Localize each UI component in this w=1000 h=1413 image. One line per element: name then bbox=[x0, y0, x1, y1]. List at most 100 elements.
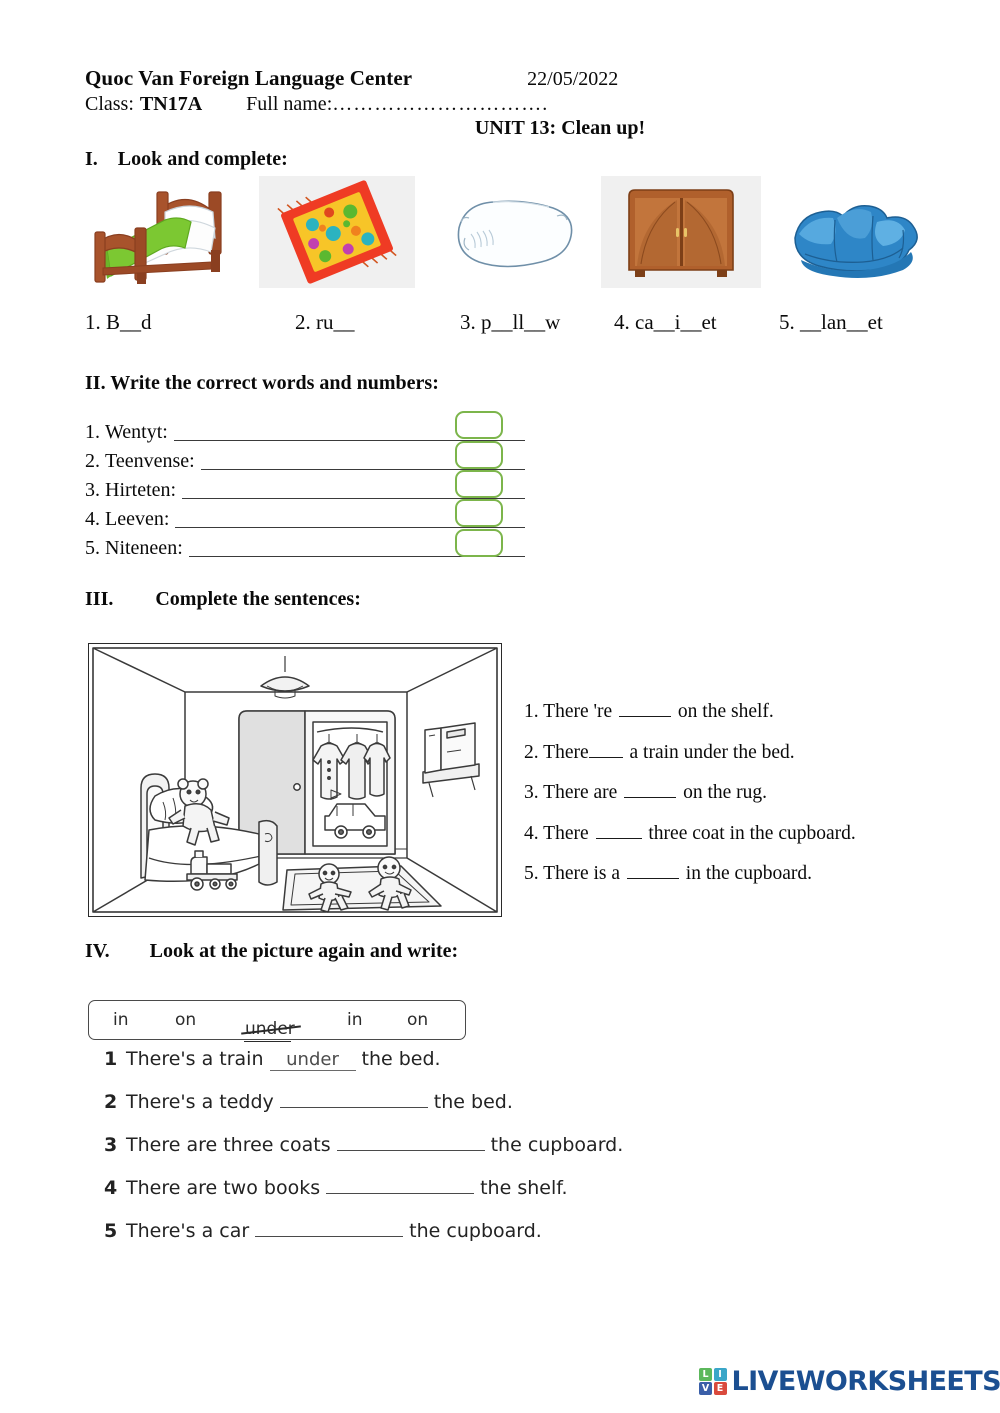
section-1-heading: I. Look and complete: bbox=[85, 148, 288, 171]
word-bank-item-4[interactable]: in bbox=[347, 1010, 363, 1030]
sentence-after: on the rug. bbox=[683, 782, 768, 803]
sentence-before: There 're bbox=[543, 701, 613, 722]
section-2-number: II. bbox=[85, 372, 106, 394]
label-item-4[interactable]: 4. ca__i__et bbox=[614, 310, 717, 334]
sentence-blank-5[interactable] bbox=[626, 864, 679, 879]
item-number: 3. bbox=[85, 479, 100, 501]
sentence-blank-4[interactable] bbox=[595, 824, 642, 839]
sentence-row: 2 There's a teddy the bed. bbox=[104, 1091, 864, 1134]
sentence-blank-3[interactable] bbox=[624, 783, 677, 798]
bed-image bbox=[85, 176, 243, 288]
full-name-blank[interactable]: …………………………. bbox=[332, 93, 549, 115]
sentence-before: There are two books bbox=[126, 1177, 321, 1199]
liveworksheets-wordmark: LIVEWORKSHEETS bbox=[731, 1366, 1000, 1397]
sentence-answer-4[interactable] bbox=[326, 1178, 475, 1194]
sentence-before: There bbox=[543, 741, 589, 763]
item-number: 1. bbox=[85, 421, 100, 443]
sentence-after: the bed. bbox=[361, 1048, 441, 1070]
section-3-heading: III. Complete the sentences: bbox=[85, 588, 361, 611]
sentence-after: the cupboard. bbox=[490, 1134, 624, 1156]
full-name-label: Full name: bbox=[246, 93, 333, 115]
sentence-after: the cupboard. bbox=[409, 1220, 542, 1242]
sentence-row: 2. There a train under the bed. bbox=[524, 733, 924, 774]
word-bank-item-5[interactable]: on bbox=[407, 1010, 429, 1030]
bed-icon bbox=[94, 191, 222, 284]
cabinet-image bbox=[601, 176, 761, 288]
sentence-before: There is a bbox=[543, 863, 621, 884]
liveworksheets-logo[interactable]: L I V E LIVEWORKSHEETS bbox=[699, 1366, 1000, 1397]
list-item: 4. Leeven: bbox=[85, 502, 525, 531]
answer-line[interactable] bbox=[188, 555, 525, 557]
sentence-row: 4. There three coat in the cupboard. bbox=[524, 814, 924, 855]
section-1-title: Look and complete: bbox=[117, 148, 288, 170]
sentence-after: the shelf. bbox=[480, 1177, 568, 1199]
sentence-before: There's a train bbox=[126, 1048, 264, 1070]
section-2-heading: II. Write the correct words and numbers: bbox=[85, 372, 439, 395]
answer-line[interactable] bbox=[173, 439, 525, 441]
word-bank-item-2[interactable]: on bbox=[175, 1010, 197, 1030]
list-item: 2. Teenvense: bbox=[85, 444, 525, 473]
unit-title: UNIT 13: Clean up! bbox=[474, 117, 646, 139]
sentence-number: 5. bbox=[524, 863, 539, 884]
answer-line[interactable] bbox=[200, 468, 525, 470]
sentence-before: There's a car bbox=[126, 1220, 250, 1242]
logo-tile-v: V bbox=[699, 1382, 712, 1396]
section-2-title: Write the correct words and numbers: bbox=[110, 372, 439, 394]
list-item: 3. Hirteten: bbox=[85, 473, 525, 502]
sentence-after: on the shelf. bbox=[677, 701, 774, 722]
sentence-blank-1[interactable] bbox=[619, 702, 672, 717]
sentence-after: three coat in the cupboard. bbox=[648, 822, 856, 844]
item-number: 4. bbox=[85, 508, 100, 530]
rug-image bbox=[259, 176, 415, 288]
scrambled-word: Hirteten: bbox=[105, 479, 177, 501]
section-3-number: III. bbox=[85, 588, 114, 610]
word-bank-item-3[interactable]: under bbox=[244, 1019, 295, 1043]
sentence-answer-5[interactable] bbox=[255, 1221, 404, 1237]
logo-tile-i: I bbox=[713, 1367, 727, 1381]
section-4-sentences: 1 There's a train under the bed. 2 There… bbox=[104, 1048, 864, 1263]
bedroom-scene bbox=[88, 643, 502, 917]
section-3-title: Complete the sentences: bbox=[155, 588, 361, 610]
answer-line[interactable] bbox=[175, 526, 525, 528]
logo-tile-l: L bbox=[699, 1367, 712, 1381]
section-4-heading: IV. Look at the picture again and write: bbox=[85, 940, 458, 963]
section-1-number: I. bbox=[85, 148, 98, 170]
list-item: 1. Wentyt: bbox=[85, 415, 525, 444]
header-row-top: Quoc Van Foreign Language Center 22/05/2… bbox=[85, 66, 915, 91]
header-row-class: Class: TN17A Full name: …………………………. bbox=[85, 93, 915, 116]
section-1-labels: 1. B__d 2. ru__ 3. p__ll__w 4. ca__i__et… bbox=[85, 310, 945, 340]
item-number: 5. bbox=[85, 537, 100, 559]
blanket-icon bbox=[794, 204, 918, 278]
blanket-image bbox=[775, 176, 939, 288]
sentence-row: 1 There's a train under the bed. bbox=[104, 1048, 864, 1091]
sentence-answer-2[interactable] bbox=[279, 1092, 428, 1108]
sentence-before: There are three coats bbox=[126, 1134, 331, 1156]
number-answer-box-2[interactable] bbox=[455, 441, 503, 469]
sentence-number: 4. bbox=[524, 822, 539, 844]
sentence-number: 2. bbox=[524, 741, 539, 763]
worksheet-date: 22/05/2022 bbox=[527, 68, 619, 90]
class-value: TN17A bbox=[139, 93, 203, 115]
word-bank-item-1[interactable]: in bbox=[113, 1010, 129, 1030]
section-4-number: IV. bbox=[85, 940, 110, 962]
label-item-5[interactable]: 5. __lan__et bbox=[779, 310, 883, 334]
sentence-number: 1. bbox=[524, 701, 539, 722]
sentence-after: in the cupboard. bbox=[685, 863, 812, 884]
sentence-answer-3[interactable] bbox=[336, 1135, 485, 1151]
number-answer-box-4[interactable] bbox=[455, 499, 503, 527]
sentence-number: 3. bbox=[524, 782, 539, 803]
number-answer-box-3[interactable] bbox=[455, 470, 503, 498]
label-item-1[interactable]: 1. B__d bbox=[85, 310, 152, 334]
sentence-blank-2[interactable] bbox=[588, 743, 623, 758]
sentence-answer-1[interactable]: under bbox=[269, 1049, 356, 1071]
liveworksheets-logo-icon: L I V E bbox=[699, 1367, 727, 1396]
answer-line[interactable] bbox=[182, 497, 525, 499]
sentence-row: 1. There 're on the shelf. bbox=[524, 692, 924, 733]
sentence-after: a train under the bed. bbox=[629, 741, 795, 763]
sentence-row: 3 There are three coats the cupboard. bbox=[104, 1134, 864, 1177]
label-item-2[interactable]: 2. ru__ bbox=[295, 310, 355, 334]
label-item-3[interactable]: 3. p__ll__w bbox=[460, 310, 561, 334]
number-answer-box-5[interactable] bbox=[455, 529, 503, 557]
number-answer-box-1[interactable] bbox=[455, 411, 503, 439]
